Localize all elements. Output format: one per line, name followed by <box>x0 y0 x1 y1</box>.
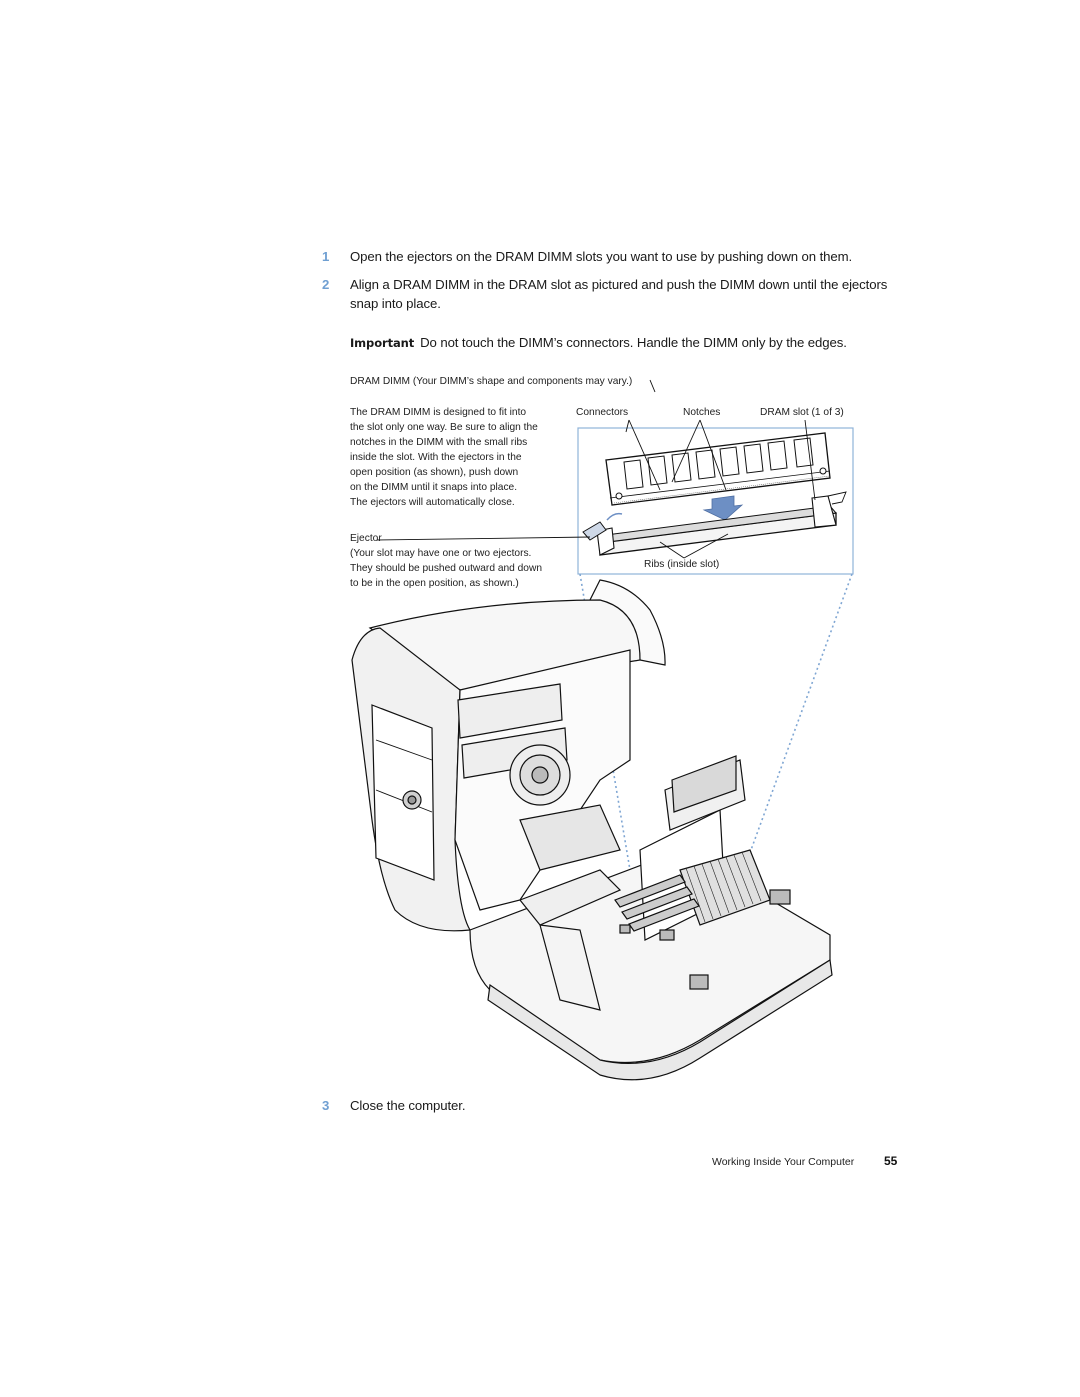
dimm-caption: DRAM DIMM (Your DIMM’s shape and compone… <box>350 376 633 387</box>
step-text: Open the ejectors on the DRAM DIMM slots… <box>350 249 853 264</box>
ejector-note: (Your slot may have one or two ejectors.… <box>350 546 580 591</box>
note-line: open position (as shown), push down <box>350 467 519 478</box>
step-text: Align a DRAM DIMM in the DRAM slot as pi… <box>350 277 888 311</box>
important-label: Important <box>350 336 415 350</box>
step-number: 1 <box>322 249 330 264</box>
designed-note: The DRAM DIMM is designed to fit into th… <box>350 405 565 510</box>
leader-lines <box>376 379 816 559</box>
note-line: notches in the DIMM with the small ribs <box>350 437 528 448</box>
connectors-label: Connectors <box>576 407 629 418</box>
callout-frame <box>577 427 854 575</box>
note-line: the slot only one way. Be sure to align … <box>350 422 538 433</box>
note-line: (Your slot may have one or two ejectors. <box>350 548 532 559</box>
note-line: They should be pushed outward and down <box>350 563 543 574</box>
ribs-label: Ribs (inside slot) <box>644 559 720 570</box>
note-line: The ejectors will automatically close. <box>350 497 515 508</box>
dram-slot-label: DRAM slot (1 of 3) <box>760 407 844 418</box>
page-number: 55 <box>884 1154 898 1168</box>
zoom-line-right <box>739 573 853 881</box>
note-line: on the DIMM until it snaps into place. <box>350 482 518 493</box>
note-line: inside the slot. With the ejectors in th… <box>350 452 522 463</box>
step-number: 2 <box>322 277 330 292</box>
important-text: Do not touch the DIMM’s connectors. Hand… <box>420 335 847 350</box>
note-line: to be in the open position, as shown.) <box>350 578 519 589</box>
ejector-label: Ejector <box>350 533 382 544</box>
computer-illustration <box>351 579 833 1081</box>
dram-slot <box>582 491 847 556</box>
notches-label: Notches <box>683 407 721 418</box>
footer-section-title: Working Inside Your Computer <box>712 1156 855 1168</box>
insert-arrow <box>702 495 744 521</box>
step-number: 3 <box>322 1098 330 1113</box>
note-line: The DRAM DIMM is designed to fit into <box>350 407 527 418</box>
important-note: Important Do not touch the DIMM’s connect… <box>350 333 910 353</box>
step-text: Close the computer. <box>350 1098 466 1113</box>
